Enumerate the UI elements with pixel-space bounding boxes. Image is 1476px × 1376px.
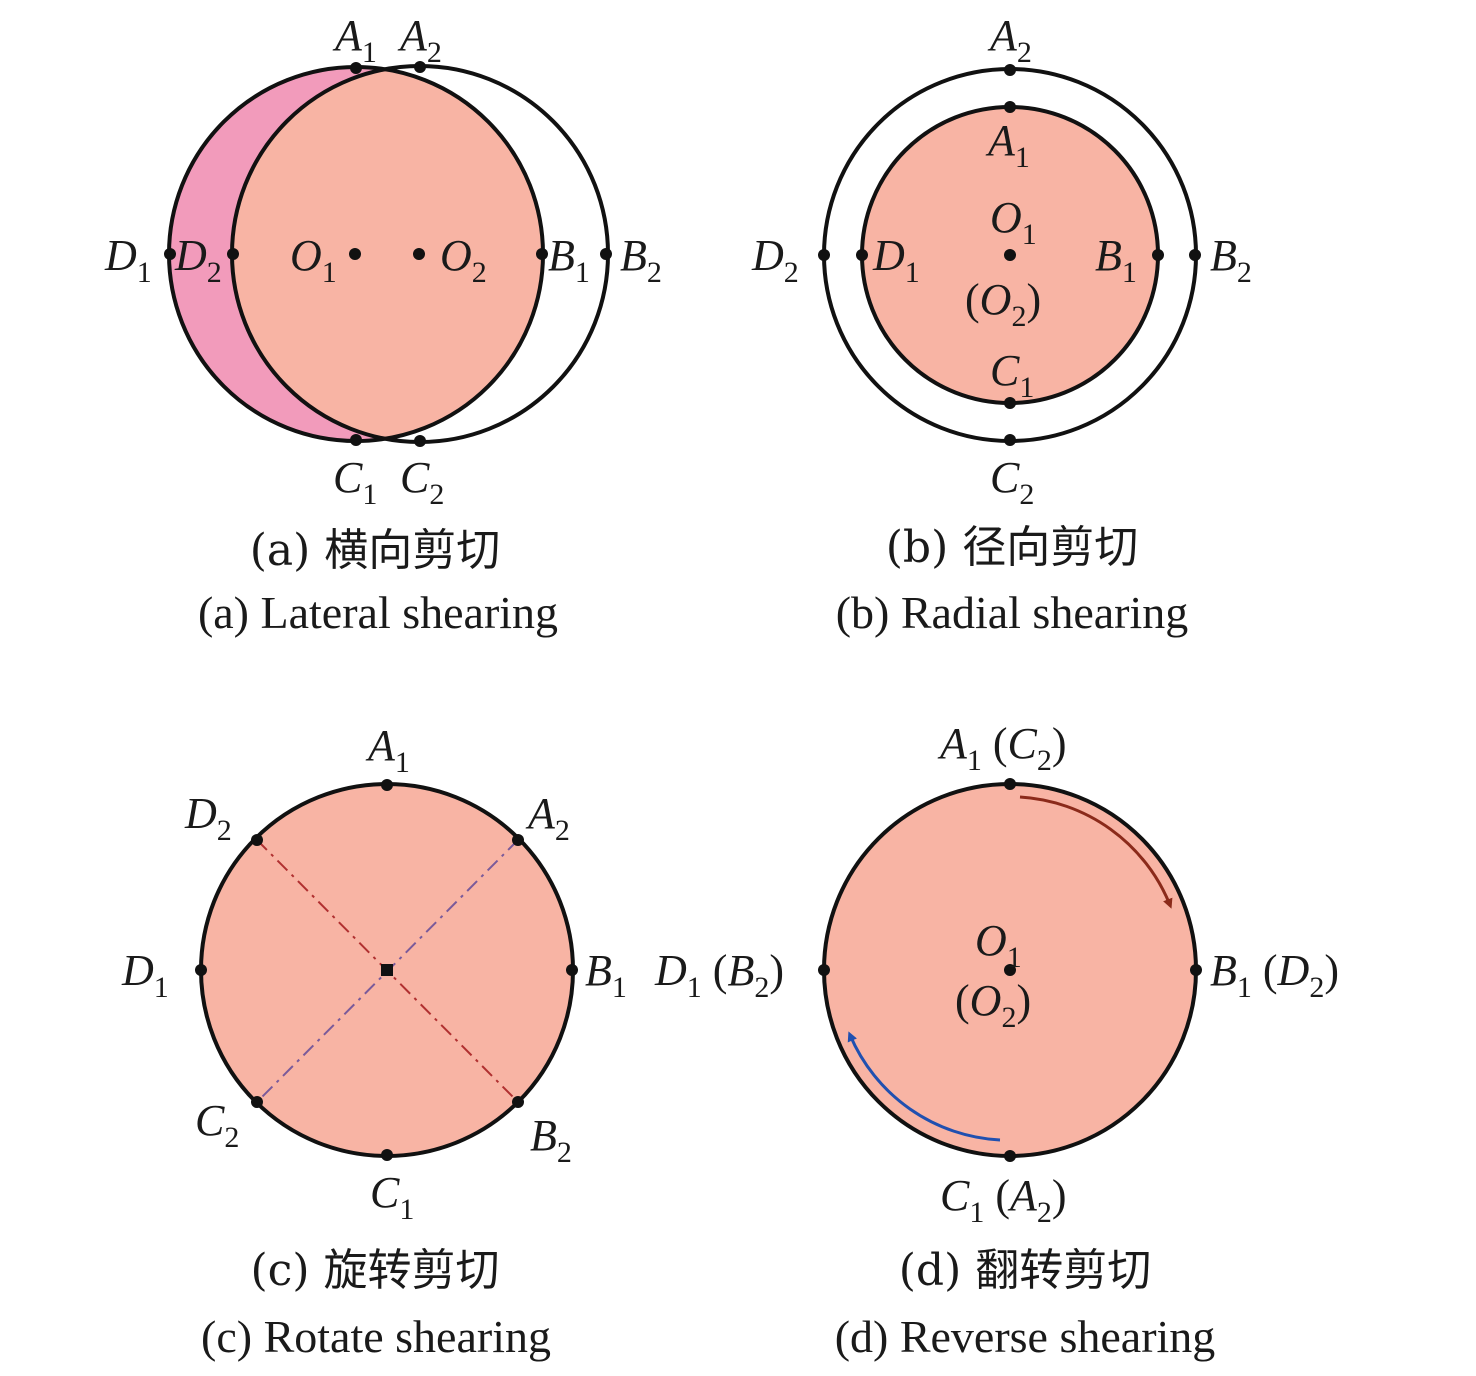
points (164, 61, 612, 447)
point-label: C2​ (195, 1096, 239, 1154)
point-label: C1​ (370, 1168, 414, 1226)
point-label: B1​ (548, 231, 590, 289)
point-label: D2​ (751, 231, 799, 289)
counterclockwise-arrow (847, 1031, 1001, 1142)
panel-radial-shearing (818, 64, 1201, 446)
point-label: B2​ (620, 231, 662, 289)
point-label: O1​ (290, 231, 337, 289)
points (818, 64, 1201, 446)
point-label: C1​ (990, 346, 1034, 404)
point-label: O1​ (975, 916, 1022, 974)
point-label: O2​ (440, 231, 487, 289)
point-label: B2​ (1210, 231, 1252, 289)
point-label: A2​ (987, 11, 1032, 69)
point-label: C1​ (333, 453, 377, 511)
caption-chinese: (c) 旋转剪切 (251, 1245, 500, 1296)
caption-english: (b) Radial shearing (836, 587, 1189, 638)
point-label: D2​ (184, 789, 232, 847)
point-label: A1​ (332, 11, 377, 69)
point-label: B1​ (1095, 231, 1137, 289)
point-label: A2​ (397, 11, 442, 69)
caption-english: (c) Rotate shearing (201, 1311, 551, 1362)
point-label: D1​ (B2​) (654, 946, 784, 1004)
panel-lateral-shearing (164, 61, 612, 447)
point-label: C2​ (990, 453, 1034, 511)
panel-rotate-shearing (195, 779, 578, 1161)
point-label: A1​ (C2​) (937, 719, 1067, 777)
points (818, 778, 1202, 1162)
point-label: O1​ (990, 193, 1037, 251)
caption-chinese: (d) 翻转剪切 (899, 1245, 1151, 1296)
point-label: (O2​) (965, 275, 1041, 333)
clockwise-arrow (1019, 795, 1173, 909)
caption-english: (a) Lateral shearing (198, 587, 558, 638)
point-label: (O2​) (955, 976, 1031, 1034)
panel-reverse-shearing (818, 778, 1202, 1162)
point-label: D1​ (872, 231, 920, 289)
point-label: B1​ (D2​) (1210, 946, 1339, 1004)
point-label: B1​ (585, 946, 627, 1004)
caption-chinese: (b) 径向剪切 (886, 522, 1138, 573)
point-label: D1​ (121, 946, 169, 1004)
point-label: B2​ (530, 1111, 572, 1169)
points (195, 779, 578, 1161)
point-label: A1​ (985, 116, 1030, 174)
point-label: D2​ (174, 231, 222, 289)
point-label: A1​ (365, 721, 410, 779)
point-label: D1​ (104, 231, 152, 289)
caption-chinese: (a) 横向剪切 (250, 525, 501, 576)
point-label: A2​ (525, 789, 570, 847)
point-label: C1​ (A2​) (940, 1171, 1067, 1229)
caption-english: (d) Reverse shearing (835, 1311, 1216, 1362)
point-label: C2​ (400, 453, 444, 511)
